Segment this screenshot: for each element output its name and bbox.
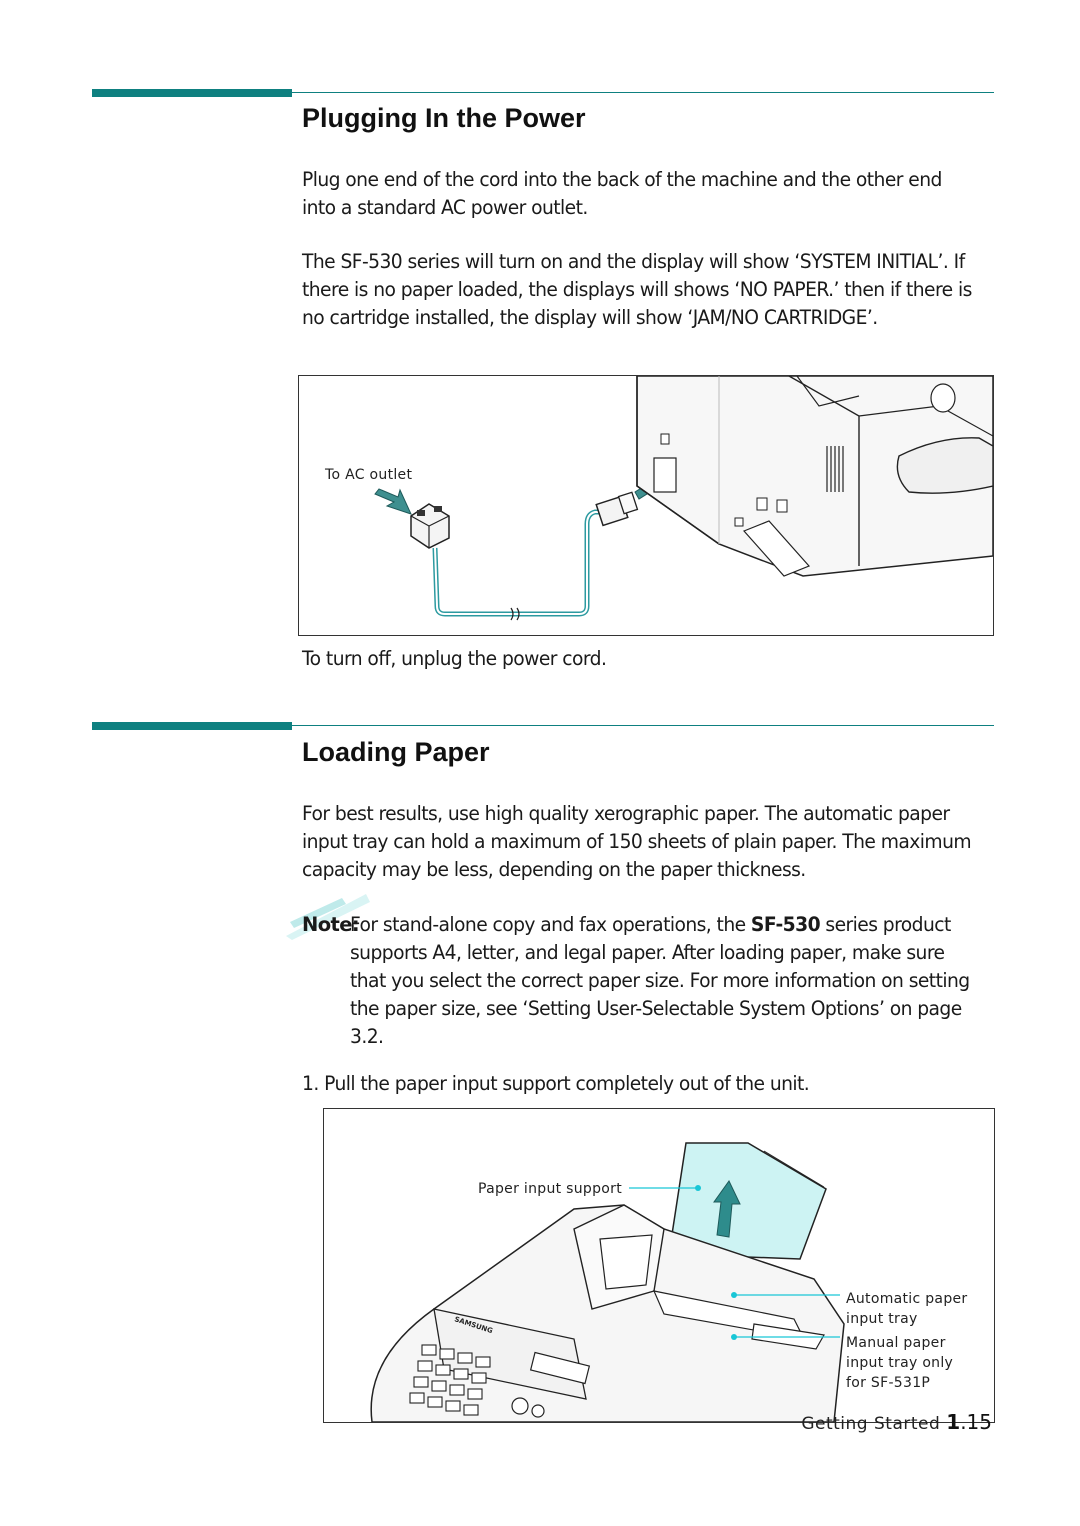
heading-loading-paper: Loading Paper [302, 737, 490, 767]
note-highlight-icon [286, 894, 370, 940]
paragraph-paper-quality: For best results, use high quality xerog… [302, 802, 972, 881]
to-ac-outlet-label: To AC outlet [324, 467, 412, 483]
power-cord-illustration: To AC outlet [324, 376, 993, 621]
paper-input-support-label: Paper input support [478, 1181, 622, 1197]
page-number: 1.15 [946, 1410, 992, 1434]
section-rule-loading [92, 722, 994, 730]
plug-icon [410, 503, 450, 549]
paper-loading-illustration: Paper input support SAMSUNG Automatic [370, 1142, 967, 1422]
callout-dot-auto-tray [731, 1292, 737, 1298]
step-1-text: 1. Pull the paper input support complete… [302, 1072, 810, 1095]
power-cable [432, 509, 599, 617]
figure-power-cord: To AC outlet [298, 375, 994, 636]
paragraph-plug-cord: Plug one end of the cord into the back o… [302, 168, 942, 219]
fax-machine-front-illustration: SAMSUNG [370, 1204, 845, 1422]
paragraph-display-messages: The SF-530 series will turn on and the d… [302, 250, 972, 329]
callout-dot-support [695, 1185, 701, 1191]
manual-tray-label-line3: for SF-531P [846, 1375, 930, 1391]
fax-machine-rear-illustration [636, 376, 993, 577]
manual-tray-label-line2: input tray only [846, 1355, 953, 1371]
paper-input-support-illustration [668, 1142, 827, 1260]
arrow-up-icon [713, 1180, 741, 1238]
note-label: Note: [302, 913, 360, 936]
connector-icon [595, 491, 639, 527]
section-rule-plugging [92, 89, 994, 97]
note-text: For stand-alone copy and fax operations,… [350, 913, 970, 1048]
auto-tray-label-line2: input tray [846, 1311, 918, 1327]
arrow-to-outlet-icon [374, 488, 412, 515]
cable-break-mark [510, 607, 520, 621]
heading-plugging-in-power: Plugging In the Power [302, 103, 586, 133]
manual-tray-label-line1: Manual paper [846, 1335, 946, 1351]
footer-section-name: Getting Started [801, 1414, 941, 1434]
callout-dot-manual-tray [731, 1334, 737, 1340]
figure-paper-support: Paper input support SAMSUNG Automatic [323, 1108, 995, 1423]
paragraph-turn-off: To turn off, unplug the power cord. [302, 647, 607, 670]
auto-tray-label-line1: Automatic paper [846, 1291, 967, 1307]
page-footer: Getting Started 1.15 [801, 1410, 992, 1434]
note-model-name: SF-530 [750, 913, 821, 936]
